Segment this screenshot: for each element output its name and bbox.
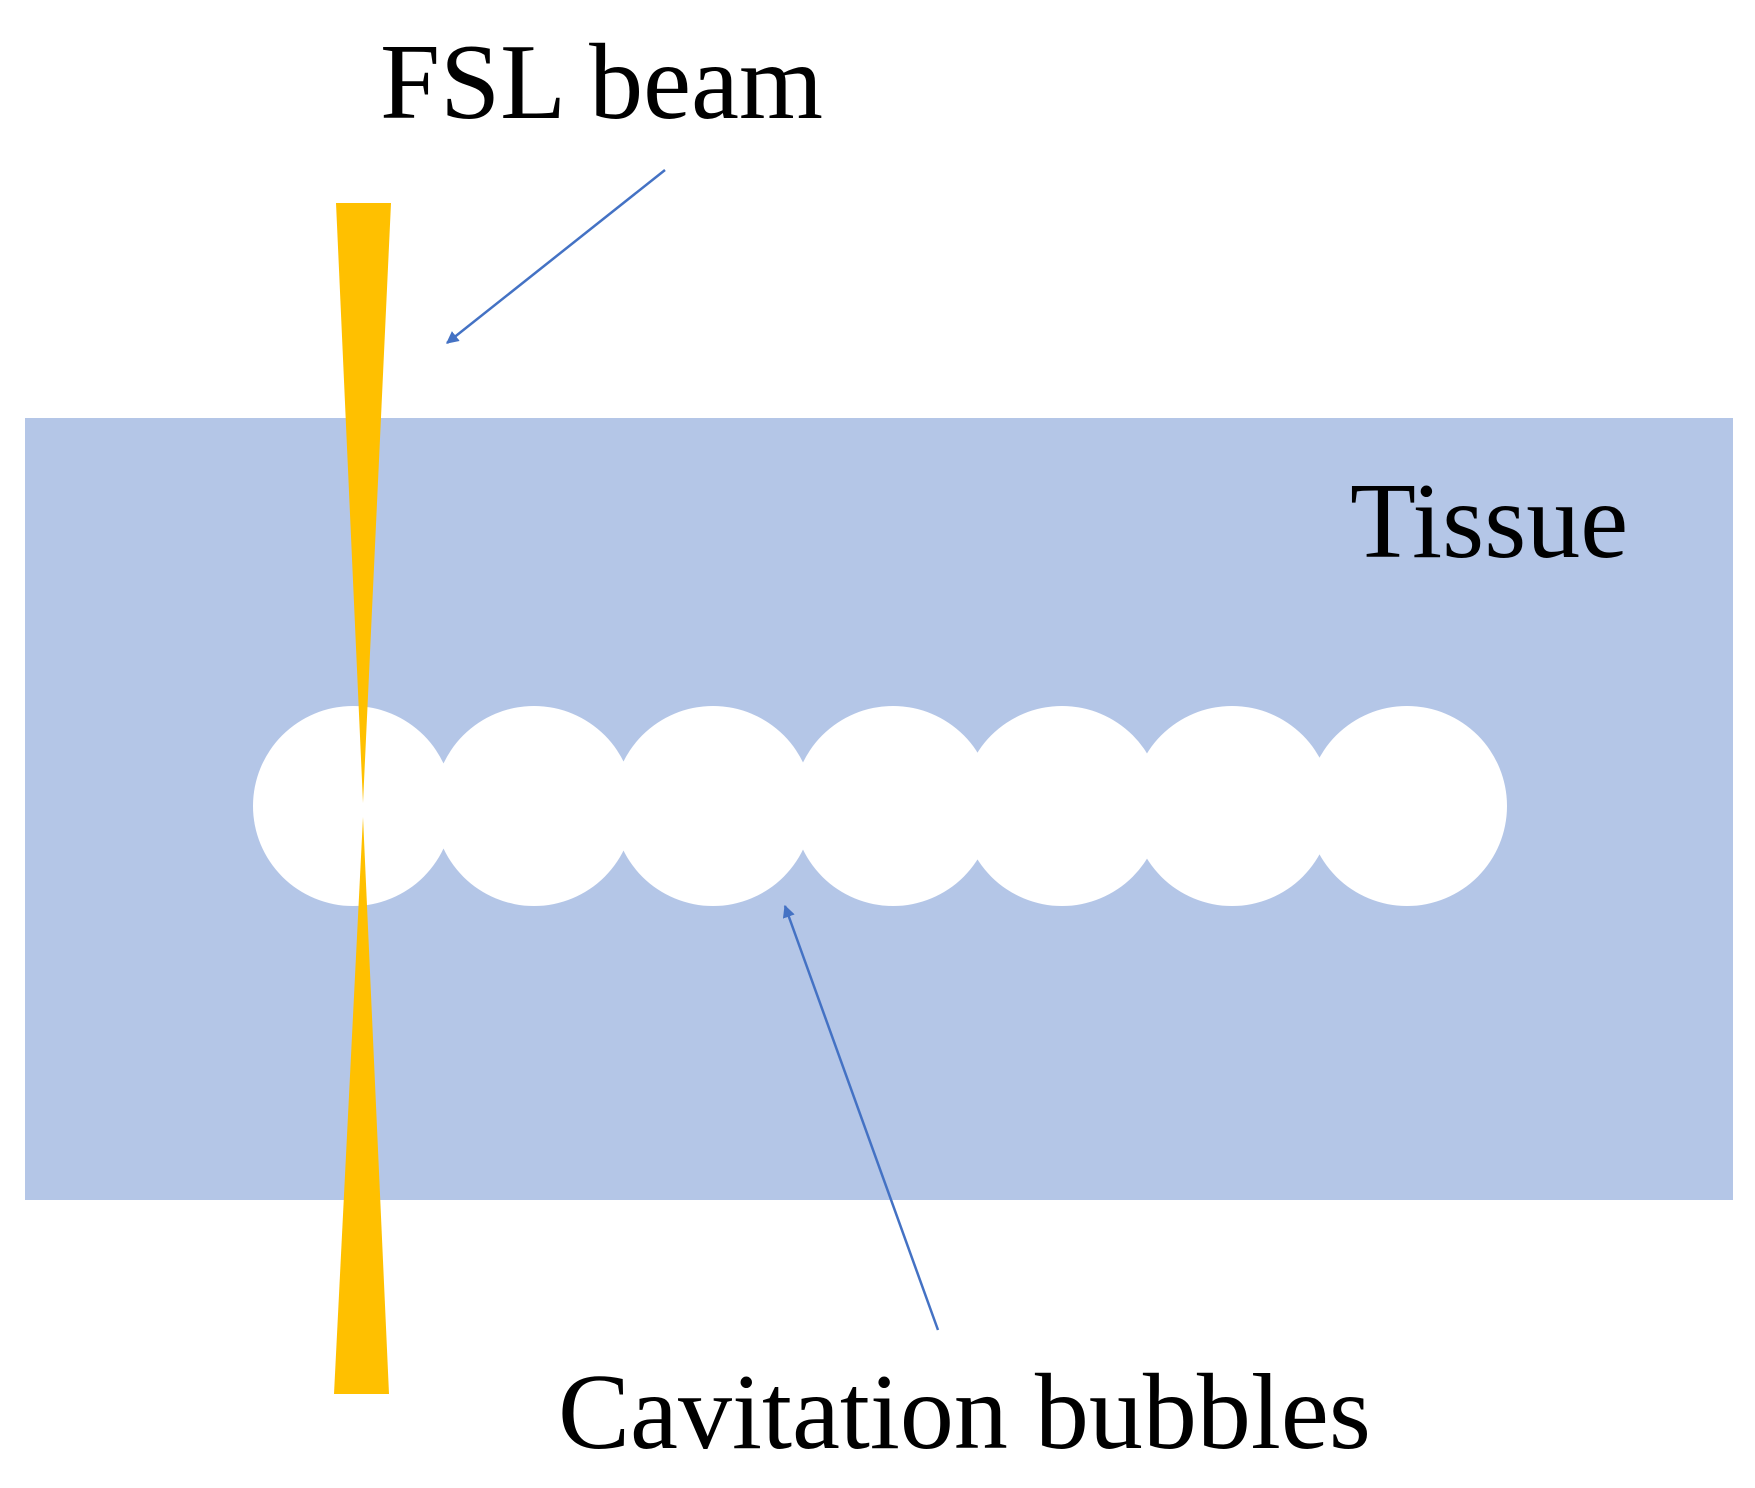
bubble [793, 706, 993, 906]
beam-arrow [446, 169, 666, 344]
beam-label: FSL beam [380, 23, 823, 142]
bubble [1307, 706, 1507, 906]
fsl-beam-upper [336, 203, 391, 803]
tissue-label: Tissue [1350, 462, 1628, 581]
bubbles-arrow [782, 904, 940, 1331]
cavitation-bubbles [253, 706, 1507, 906]
bubble [434, 706, 634, 906]
bubble [962, 706, 1162, 906]
bubble [253, 706, 453, 906]
bubbles-label: Cavitation bubbles [558, 1353, 1371, 1472]
fsl-beam-lower [334, 817, 389, 1394]
bubble [1132, 706, 1332, 906]
bubble [613, 706, 813, 906]
